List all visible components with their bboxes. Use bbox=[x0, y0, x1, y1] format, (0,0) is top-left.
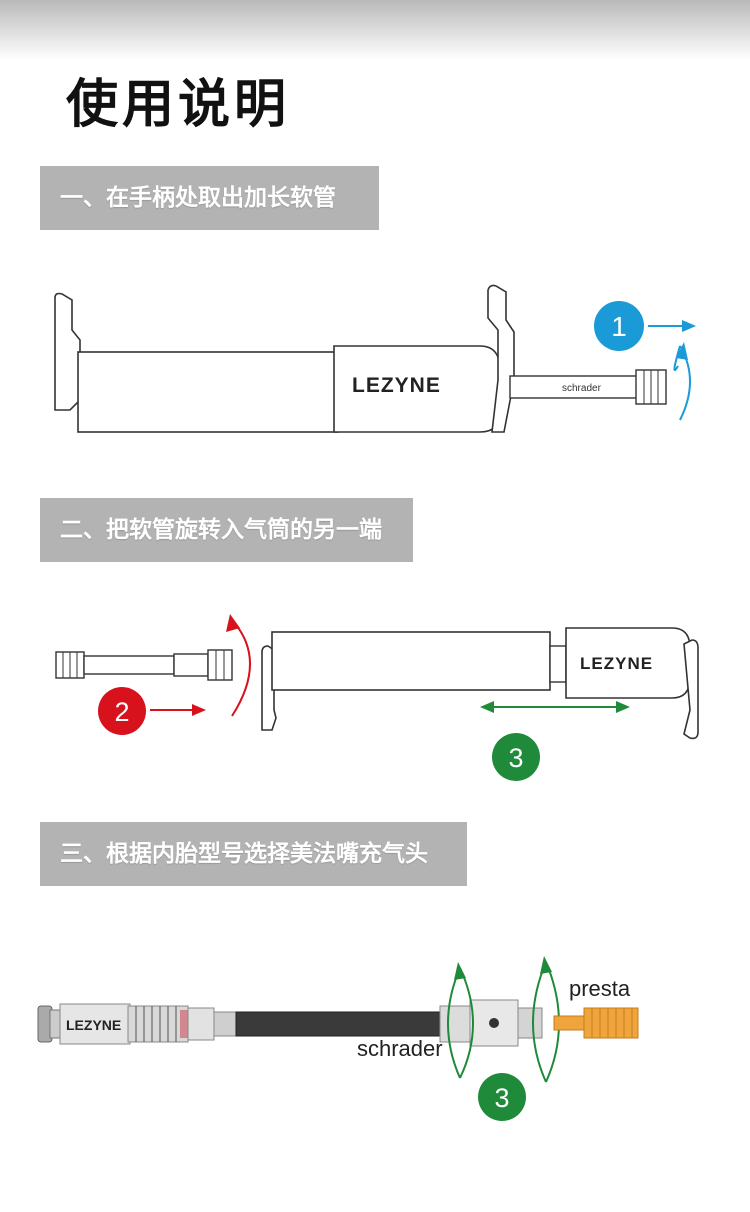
illustration-hose-step-3: LEZYNE schrader presta bbox=[37, 956, 639, 1083]
section-heading-1: 一、在手柄处取出加长软管 bbox=[40, 166, 379, 230]
svg-text:2: 2 bbox=[114, 697, 129, 727]
hose-label-schrader: schrader bbox=[562, 383, 602, 394]
svg-text:1: 1 bbox=[611, 311, 627, 342]
top-shade bbox=[0, 0, 750, 60]
page-title: 使用说明 bbox=[66, 75, 291, 135]
step-badge-3b: 3 bbox=[478, 1073, 526, 1121]
illustration-pump-step-2: LEZYNE bbox=[55, 614, 699, 740]
step-badge-2: 2 bbox=[98, 687, 146, 735]
label-schrader: schrader bbox=[357, 1036, 443, 1061]
brand-logo-text-3: LEZYNE bbox=[66, 1017, 121, 1033]
label-presta: presta bbox=[569, 976, 631, 1001]
svg-text:3: 3 bbox=[508, 743, 523, 773]
step-badge-3a: 3 bbox=[492, 733, 540, 781]
step-badge-1: 1 bbox=[594, 301, 644, 351]
section-heading-2: 二、把软管旋转入气筒的另一端 bbox=[40, 498, 413, 562]
brand-logo-text: LEZYNE bbox=[352, 374, 441, 397]
illustration-pump-step-1: LEZYNE schrader bbox=[54, 284, 696, 433]
section-heading-3: 三、根据内胎型号选择美法嘴充气头 bbox=[40, 822, 467, 886]
svg-text:3: 3 bbox=[494, 1083, 509, 1113]
brand-logo-text-2: LEZYNE bbox=[580, 654, 653, 673]
